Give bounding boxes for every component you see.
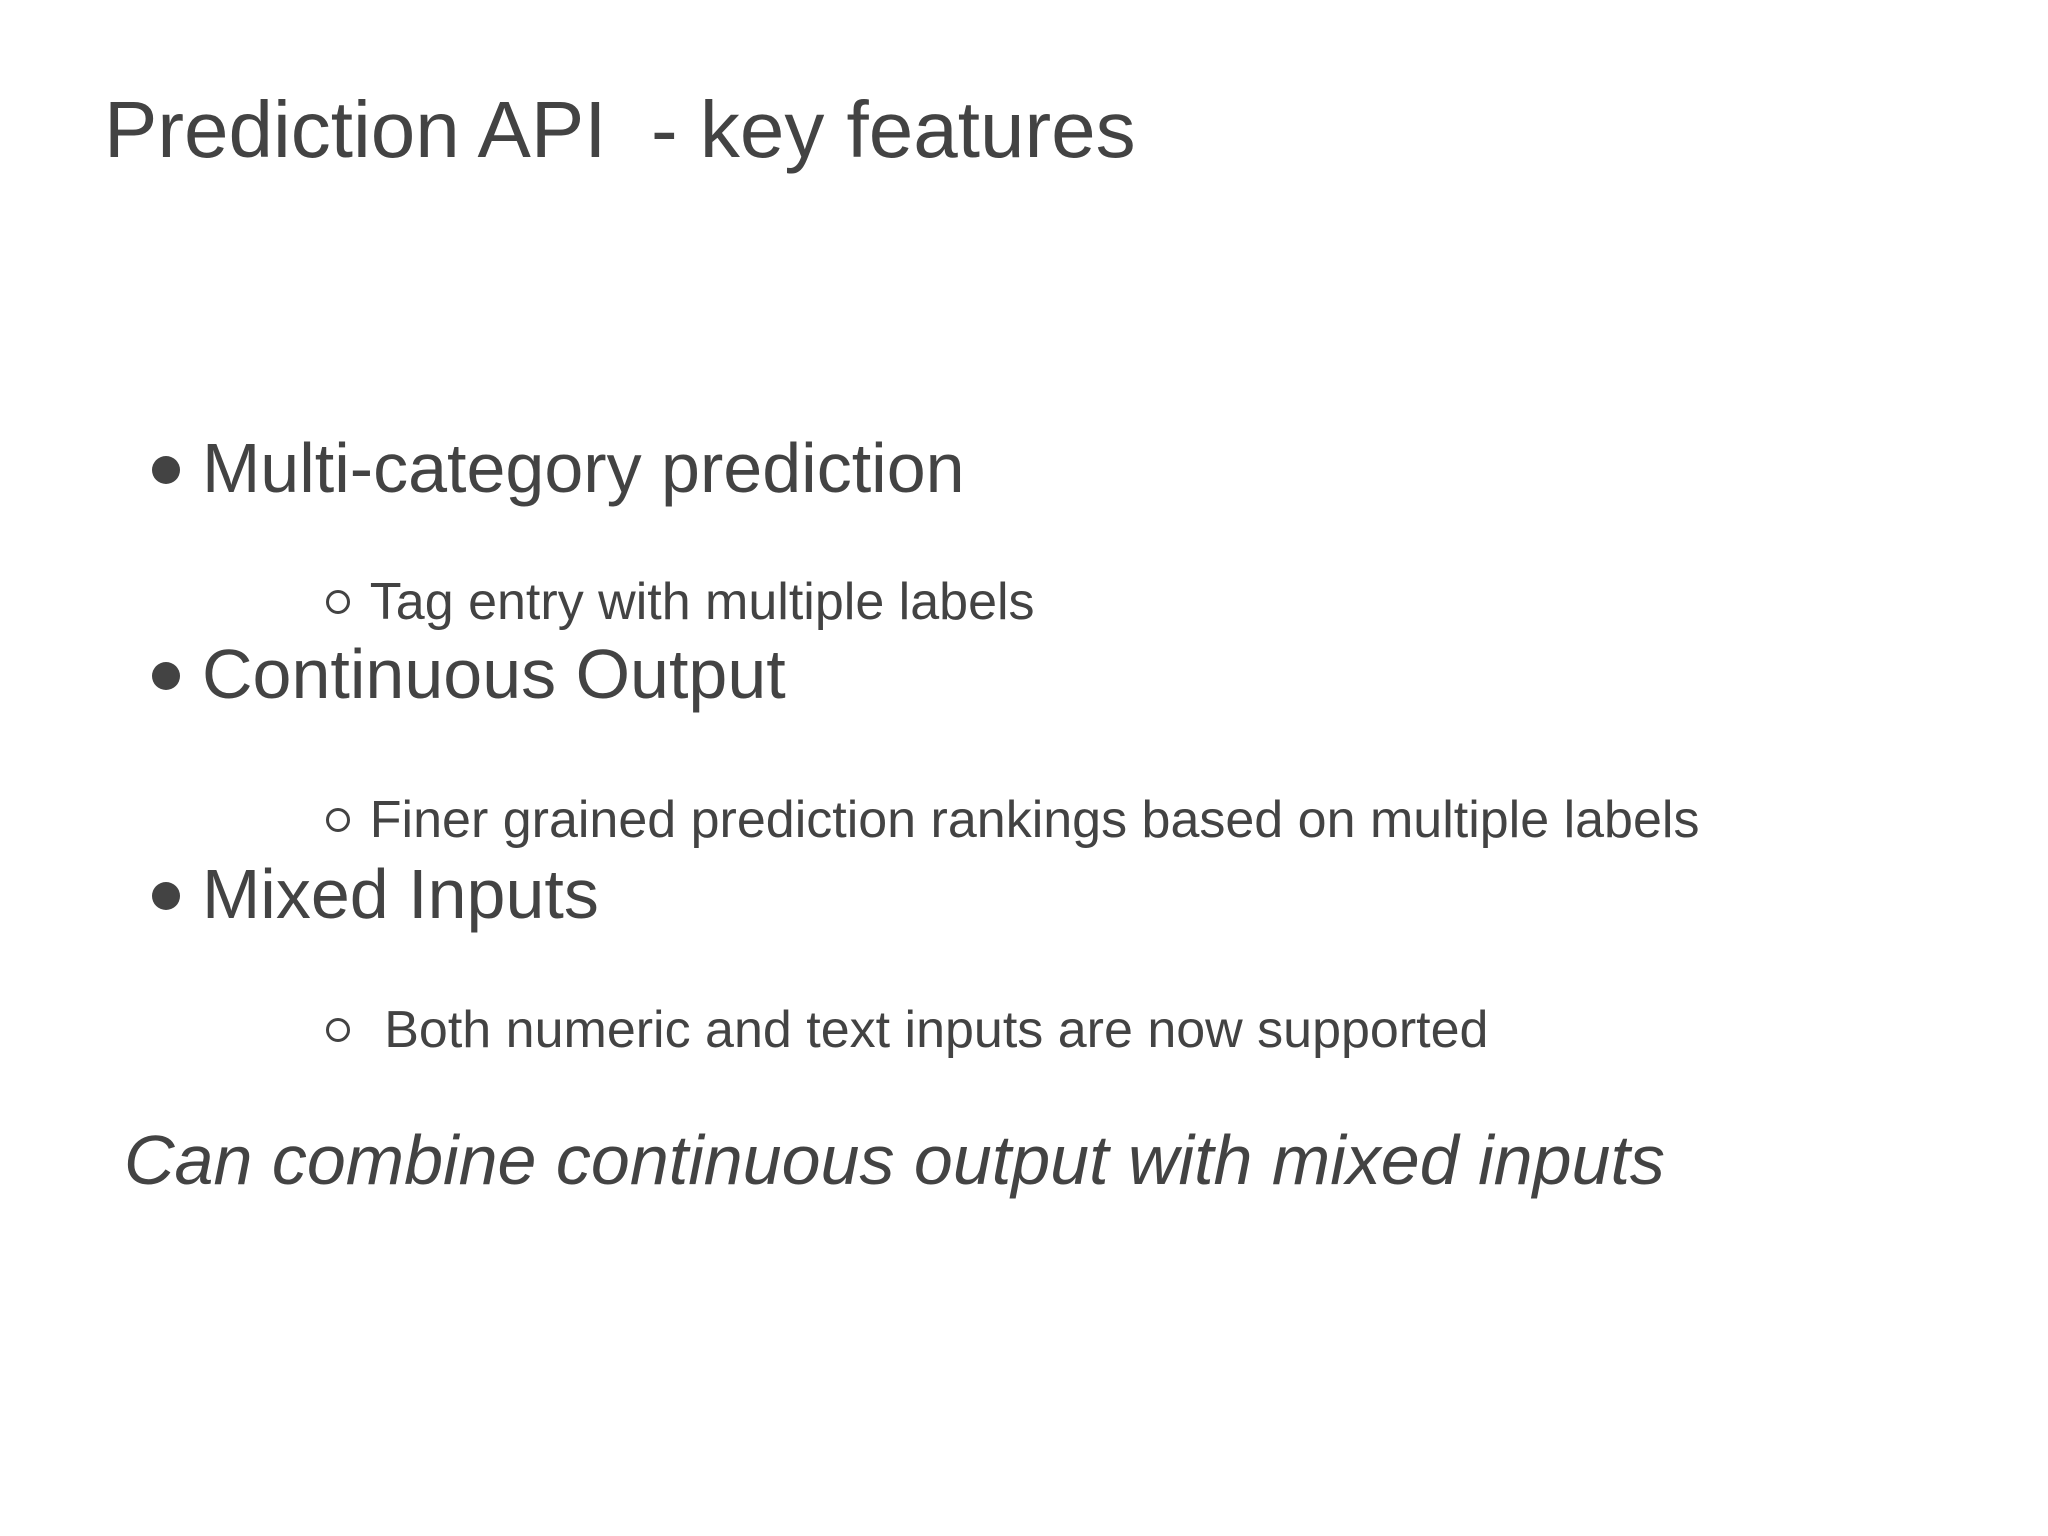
sub-bullet-label: Finer grained prediction rankings based …: [369, 791, 1700, 849]
bullet-label: Multi-category prediction: [202, 429, 965, 507]
sub-bullet-label: Tag entry with multiple labels: [369, 573, 1035, 631]
bullet-label: Continuous Output: [202, 635, 786, 713]
hollow-circle-bullet-icon: [325, 808, 350, 833]
hollow-circle-bullet-icon: [325, 590, 350, 615]
sub-bullet-item: Finer grained prediction rankings based …: [268, 724, 1699, 916]
hollow-circle-bullet-icon: [325, 1018, 350, 1043]
bullet-item: Continuous Output: [152, 632, 786, 716]
bullet-dot-icon: [152, 661, 180, 690]
bullet-item: Multi-category prediction: [152, 426, 965, 510]
bullet-label: Mixed Inputs: [202, 855, 599, 933]
slide-title: Prediction API - key features: [104, 85, 1136, 174]
sub-bullet-label: Both numeric and text inputs are now sup…: [369, 1001, 1489, 1059]
sub-bullet-item: Tag entry with multiple labels: [268, 506, 1035, 698]
bullet-dot-icon: [152, 881, 180, 910]
bullet-item: Mixed Inputs: [152, 852, 599, 936]
summary-note: Can combine continuous output with mixed…: [124, 1121, 1665, 1199]
sub-bullet-item: Both numeric and text inputs are now sup…: [268, 934, 1488, 1126]
bullet-dot-icon: [152, 455, 180, 484]
